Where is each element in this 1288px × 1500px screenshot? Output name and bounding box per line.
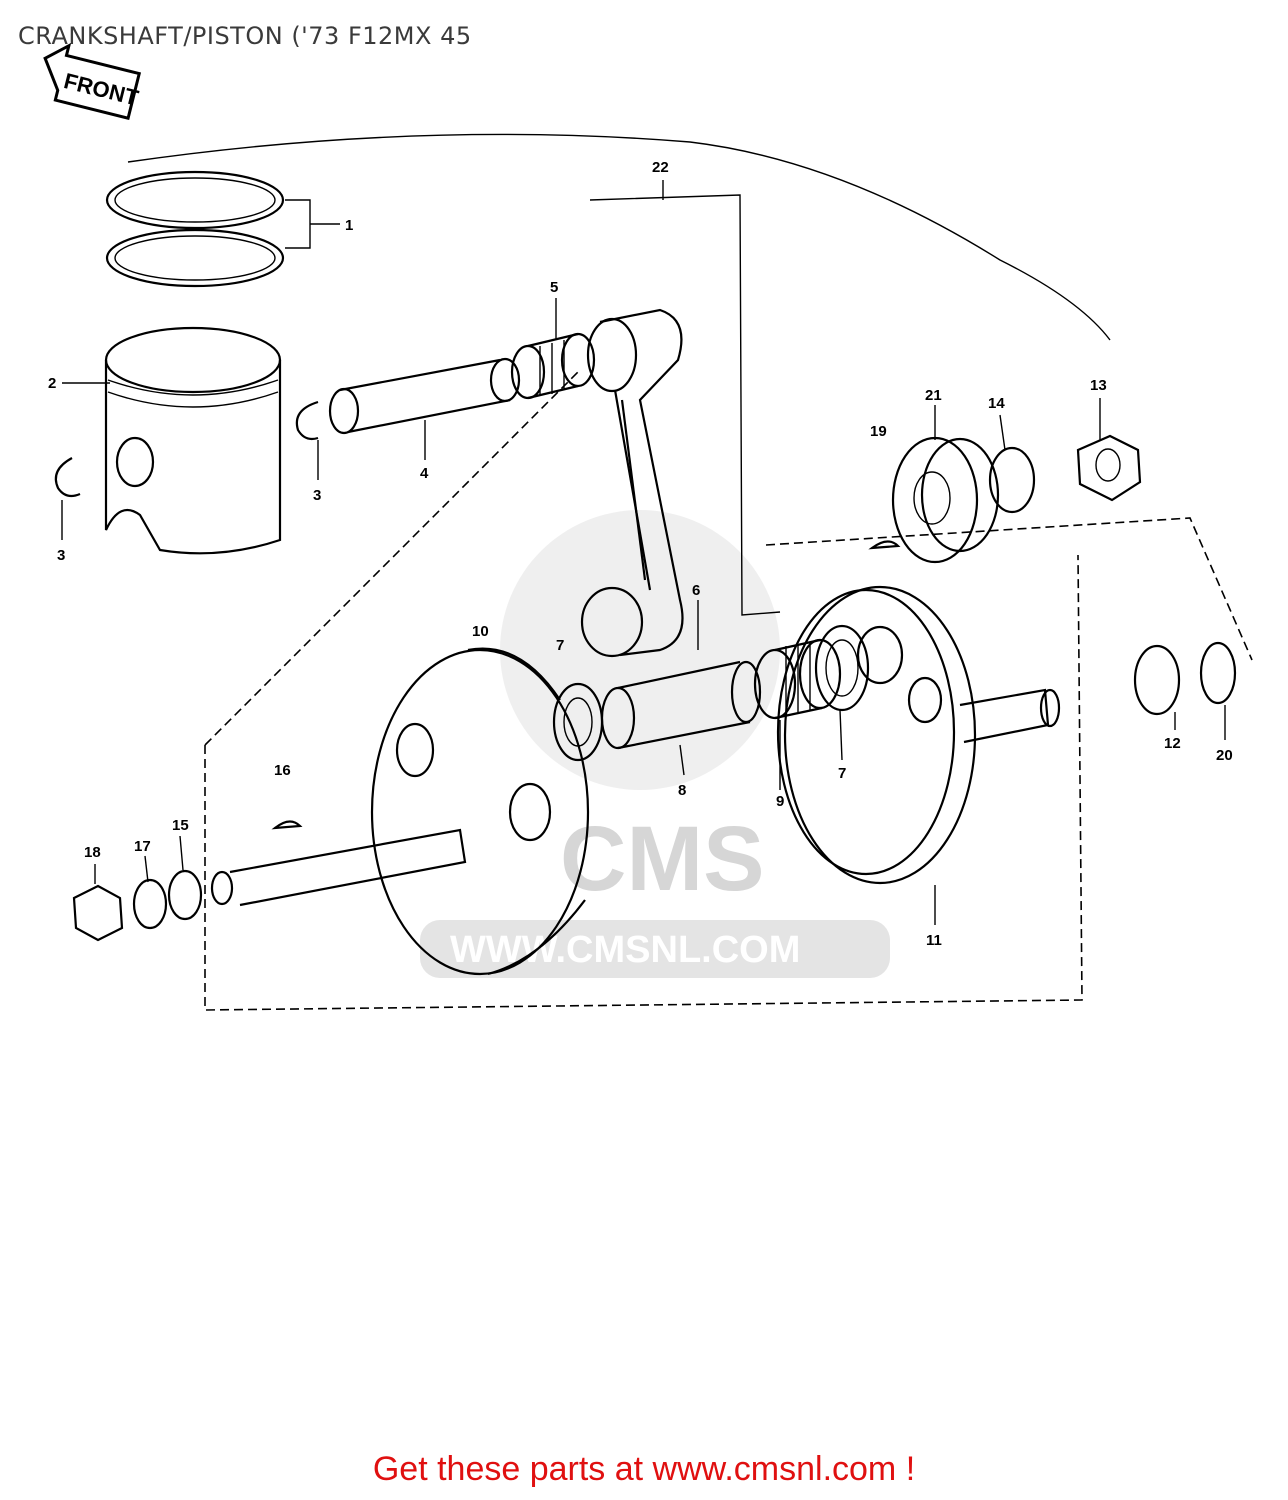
callout-21: 21 bbox=[925, 387, 942, 404]
watermark-logo-text: CMS bbox=[560, 808, 764, 910]
get-parts-link[interactable]: Get these parts at www.cmsnl.com ! bbox=[372, 1450, 916, 1488]
right-flywheel bbox=[776, 585, 1061, 885]
callout-3b: 3 bbox=[57, 547, 65, 564]
circlip-right bbox=[295, 400, 319, 441]
piston-pin bbox=[328, 357, 521, 435]
callout-labels: 1 2 3 3 4 5 6 7 7 8 9 10 11 12 13 14 15 … bbox=[48, 159, 1233, 949]
callout-10: 10 bbox=[472, 623, 489, 640]
connecting-rod bbox=[580, 308, 684, 658]
callout-16: 16 bbox=[274, 762, 291, 779]
callout-17: 17 bbox=[134, 838, 151, 855]
callout-15: 15 bbox=[172, 817, 189, 834]
exploded-parts-diagram: CMS WWW.CMSNL.COM FRONT bbox=[43, 42, 1253, 1011]
callout-1: 1 bbox=[345, 217, 353, 234]
crank-pin bbox=[600, 660, 762, 750]
callout-3a: 3 bbox=[313, 487, 321, 504]
callout-9: 9 bbox=[776, 793, 784, 810]
callout-18: 18 bbox=[84, 844, 101, 861]
callout-2: 2 bbox=[48, 375, 56, 392]
callout-14: 14 bbox=[988, 395, 1005, 412]
callout-7b: 7 bbox=[838, 765, 846, 782]
watermark-url-box bbox=[420, 920, 890, 978]
callout-20: 20 bbox=[1216, 747, 1233, 764]
circlip-left bbox=[54, 457, 81, 498]
callout-5: 5 bbox=[550, 279, 558, 296]
seal-circlip bbox=[1199, 641, 1237, 705]
watermark-logo-circle bbox=[500, 510, 780, 790]
lock-washer bbox=[132, 878, 168, 930]
assembly-bracket bbox=[204, 554, 1083, 1011]
watermark: CMS WWW.CMSNL.COM bbox=[420, 510, 890, 978]
diagram-title: CRANKSHAFT/PISTON ('73 F12MX 45 bbox=[18, 22, 472, 50]
flat-washer bbox=[167, 869, 203, 921]
primary-gear bbox=[891, 436, 1000, 564]
watermark-url-text: WWW.CMSNL.COM bbox=[450, 929, 800, 971]
crank-nut-right bbox=[1076, 434, 1142, 502]
outline-curve bbox=[127, 133, 1111, 341]
small-end-bearing bbox=[510, 332, 596, 400]
gear-washer bbox=[988, 446, 1036, 514]
callout-19: 19 bbox=[870, 423, 887, 440]
callout-4: 4 bbox=[420, 465, 429, 482]
piston-rings bbox=[105, 170, 285, 288]
oil-seal bbox=[1133, 644, 1181, 716]
woodruff-key-right bbox=[868, 540, 901, 550]
front-arrow-icon: FRONT bbox=[43, 42, 141, 121]
woodruff-key-left bbox=[271, 820, 303, 830]
callout-7a: 7 bbox=[556, 637, 564, 654]
left-flywheel bbox=[210, 647, 590, 976]
callout-11: 11 bbox=[926, 932, 942, 949]
piston bbox=[104, 326, 282, 555]
thrust-washer-right bbox=[814, 624, 870, 712]
callout-8: 8 bbox=[678, 782, 686, 799]
crank-nut-left bbox=[72, 884, 124, 942]
callout-13: 13 bbox=[1090, 377, 1107, 394]
callout-6: 6 bbox=[692, 582, 700, 599]
callout-12: 12 bbox=[1164, 735, 1181, 752]
callout-22: 22 bbox=[652, 159, 669, 176]
